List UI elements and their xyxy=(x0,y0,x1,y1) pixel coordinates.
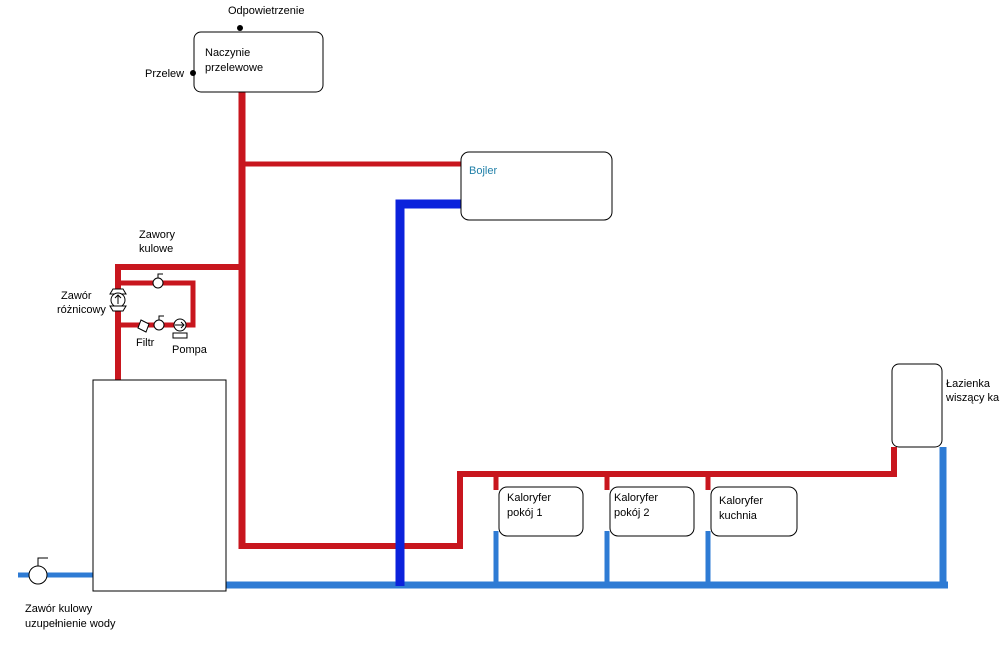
naczynie-przelewowe-box xyxy=(193,31,324,93)
label-zawor-roznicowy-2: różnicowy xyxy=(57,304,106,316)
label-bojler: Bojler xyxy=(469,165,497,177)
label-filtr: Filtr xyxy=(136,337,155,349)
supply-floor-run xyxy=(242,447,897,549)
label-kaloryfer-1-1: Kaloryfer xyxy=(507,492,551,504)
label-kaloryfer-1-2: pokój 1 xyxy=(507,507,542,519)
label-zawor-kulowy-1: Zawór kulowy xyxy=(25,603,93,615)
odpowietrzenie-dot xyxy=(237,25,243,31)
pompa-icon xyxy=(172,318,188,339)
label-lazienka-2: wiszący ka xyxy=(945,392,1000,404)
bojler-box xyxy=(460,151,613,221)
zawor-kulowy-dolny xyxy=(153,315,165,331)
label-naczynie-2: przelewowe xyxy=(205,62,263,74)
label-zawor-kulowy-2: uzupełnienie wody xyxy=(25,618,116,630)
zawor-kulowy-uzupelnienie xyxy=(28,557,48,585)
label-lazienka-1: Łazienka xyxy=(946,378,991,390)
label-naczynie-1: Naczynie xyxy=(205,47,250,59)
label-zawor-roznicowy-1: Zawór xyxy=(61,290,92,302)
piec-box xyxy=(92,379,227,592)
label-zawory-1: Zawory xyxy=(139,229,176,241)
bojler-return-pipe xyxy=(395,199,461,586)
zawor-roznicowy-icon xyxy=(109,288,127,312)
supply-pipes xyxy=(115,90,897,549)
zawor-kulowy-gorny xyxy=(152,273,164,289)
label-kaloryfer-3-1: Kaloryfer xyxy=(719,495,763,507)
label-kaloryfer-3-2: kuchnia xyxy=(719,510,758,522)
pump-bypass-loop xyxy=(118,280,196,328)
label-zawory-2: kulowe xyxy=(139,243,173,255)
kaloryfer-pokoj-2-box xyxy=(609,486,695,537)
kaloryfer-pokoj-1-box xyxy=(498,486,584,537)
lazienka-grzejnik-box xyxy=(891,363,943,448)
label-kaloryfer-2-2: pokój 2 xyxy=(614,507,649,519)
filtr-icon xyxy=(137,319,150,333)
label-przelew: Przelew xyxy=(145,68,184,80)
label-odpowietrzenie: Odpowietrzenie xyxy=(228,5,304,17)
label-kaloryfer-2-1: Kaloryfer xyxy=(614,492,658,504)
label-pompa: Pompa xyxy=(172,344,208,356)
przelew-dot xyxy=(190,70,196,76)
kaloryfer-kuchnia-box xyxy=(710,486,798,537)
